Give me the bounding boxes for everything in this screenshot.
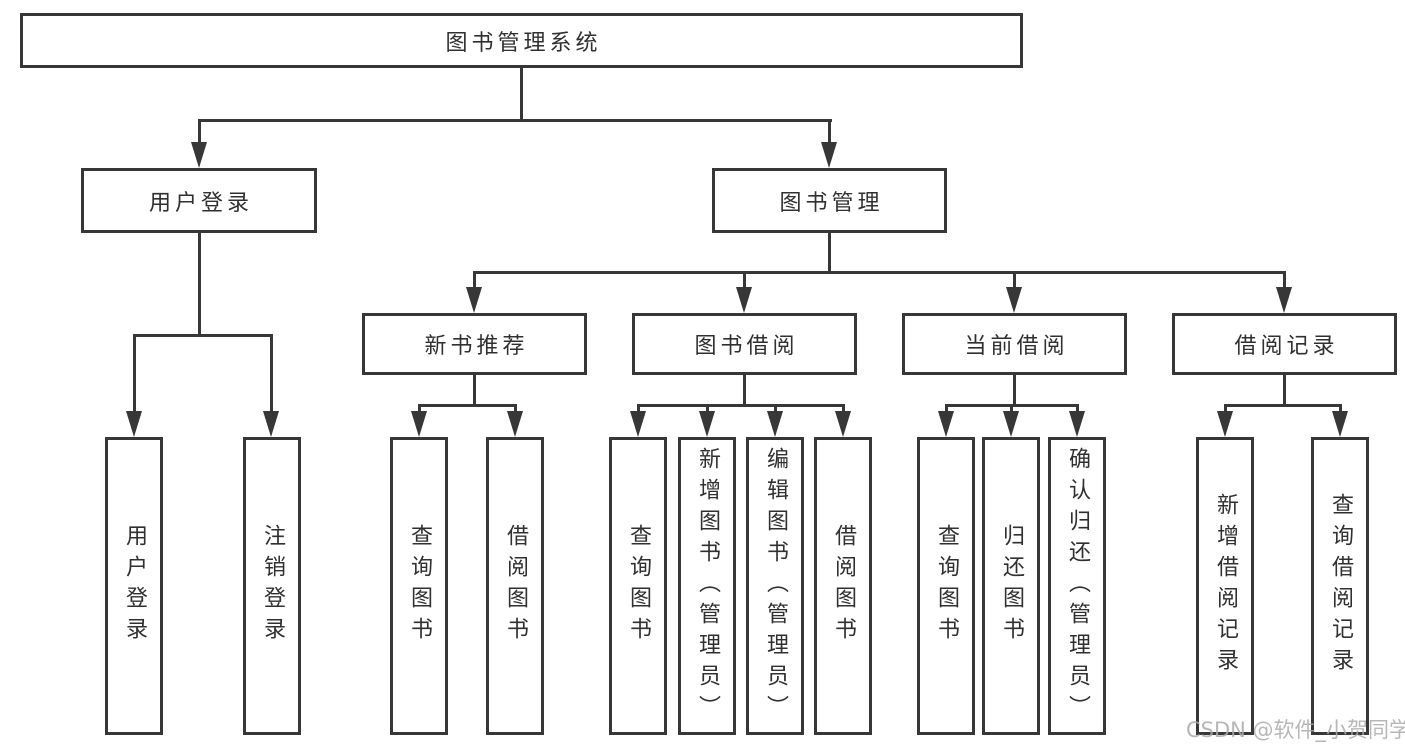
arrowhead-current-borrow [1006,287,1022,313]
node-book-mgmt: 图书管理 [712,168,947,233]
node-bb-query-label: 查询图书 [626,524,651,648]
watermark: CSDN @软件_小贺同学 [1186,718,1405,742]
arrowhead-book-mgmt [821,142,837,168]
node-bb-borrow-label: 借阅图书 [831,524,856,648]
connector-drop-cb-confirm [1076,404,1079,414]
connector-userlogin-vertical [198,231,201,337]
node-br-query-label: 查询借阅记录 [1328,493,1353,679]
node-cb-query-label: 查询图书 [934,524,959,648]
connector-drop-nb-query [418,404,421,414]
connector-drop-user-login [198,119,201,147]
arrowhead-nb-query [411,411,427,437]
connector-drop-bb-query [637,404,640,414]
node-bb-add-label: 新增图书（管理员） [695,446,720,726]
connector-root-vertical [520,66,523,121]
connector-drop-bb-borrow [842,404,845,414]
node-ul-login-label: 用户登录 [122,524,147,648]
connector-newbooks-vertical [473,373,476,407]
node-nb-query-label: 查询图书 [407,524,432,648]
node-new-books: 新书推荐 [362,313,587,375]
node-root: 图书管理系统 [20,13,1023,68]
connector-drop-cb-return [1010,404,1013,414]
node-book-borrow: 图书借阅 [632,313,857,375]
node-cb-return-label: 归还图书 [999,524,1024,648]
arrowhead-book-borrow [736,287,752,313]
connector-root-horizontal [198,119,832,122]
node-cb-query: 查询图书 [917,437,975,735]
node-current-borrow: 当前借阅 [902,313,1127,375]
arrowhead-bb-edit [767,411,783,437]
node-bb-borrow: 借阅图书 [814,437,872,735]
node-br-add-label: 新增借阅记录 [1213,493,1238,679]
connector-bookmgmt-vertical [828,231,831,274]
arrowhead-cb-query [938,411,954,437]
node-cb-confirm: 确认归还（管理员） [1048,437,1106,735]
arrowhead-cb-confirm [1069,411,1085,437]
node-book-borrow-label: 图书借阅 [694,334,799,359]
node-cb-confirm-label: 确认归还（管理员） [1065,446,1090,726]
connector-drop-ul-login [133,334,136,414]
connector-borrowrecords-vertical [1283,373,1286,407]
arrowhead-user-login [191,142,207,168]
arrowhead-br-add [1217,411,1233,437]
node-user-login: 用户登录 [81,168,317,233]
node-new-books-label: 新书推荐 [424,334,529,359]
connector-drop-bb-add [706,404,709,414]
node-bb-edit: 编辑图书（管理员） [746,437,804,735]
connector-bookmgmt-horizontal [473,271,1286,274]
node-user-login-label: 用户登录 [148,190,253,216]
arrowhead-bb-add [699,411,715,437]
node-bb-edit-label: 编辑图书（管理员） [763,446,788,726]
connector-drop-book-borrow [743,271,746,291]
node-nb-borrow-label: 借阅图书 [503,524,528,648]
node-current-borrow-label: 当前借阅 [964,334,1069,359]
node-bb-query: 查询图书 [609,437,667,735]
connector-drop-current-borrow [1013,271,1016,291]
connector-drop-nb-borrow [514,404,517,414]
node-book-mgmt-label: 图书管理 [779,190,884,216]
node-br-query: 查询借阅记录 [1311,437,1369,735]
connector-currentborrow-vertical [1013,373,1016,407]
node-borrow-records: 借阅记录 [1172,313,1397,375]
node-ul-logout-label: 注销登录 [260,524,285,648]
node-nb-query: 查询图书 [390,437,448,735]
node-borrow-records-label: 借阅记录 [1234,334,1339,359]
connector-drop-ul-logout [270,334,273,414]
connector-bookborrow-horizontal [637,404,845,407]
arrowhead-bb-borrow [835,411,851,437]
connector-drop-bb-edit [774,404,777,414]
arrowhead-borrow-records [1276,287,1292,313]
node-ul-logout: 注销登录 [243,437,301,735]
node-cb-return: 归还图书 [982,437,1040,735]
connector-drop-book-mgmt [828,119,831,147]
connector-drop-br-query [1339,404,1342,414]
arrowhead-ul-login [126,411,142,437]
connector-drop-new-books [473,271,476,291]
arrowhead-bb-query [630,411,646,437]
node-root-label: 图书管理系统 [445,30,602,56]
connector-userlogin-horizontal [133,334,273,337]
arrowhead-new-books [466,287,482,313]
arrowhead-ul-logout [263,411,279,437]
node-br-add: 新增借阅记录 [1196,437,1254,735]
node-ul-login: 用户登录 [105,437,163,735]
connector-drop-cb-query [945,404,948,414]
node-bb-add: 新增图书（管理员） [678,437,736,735]
connector-drop-borrow-records [1283,271,1286,291]
connector-newbooks-horizontal [418,404,517,407]
node-nb-borrow: 借阅图书 [486,437,544,735]
connector-borrowrecords-horizontal [1224,404,1342,407]
connector-bookborrow-vertical [743,373,746,407]
arrowhead-nb-borrow [507,411,523,437]
connector-drop-br-add [1224,404,1227,414]
arrowhead-cb-return [1003,411,1019,437]
arrowhead-br-query [1332,411,1348,437]
